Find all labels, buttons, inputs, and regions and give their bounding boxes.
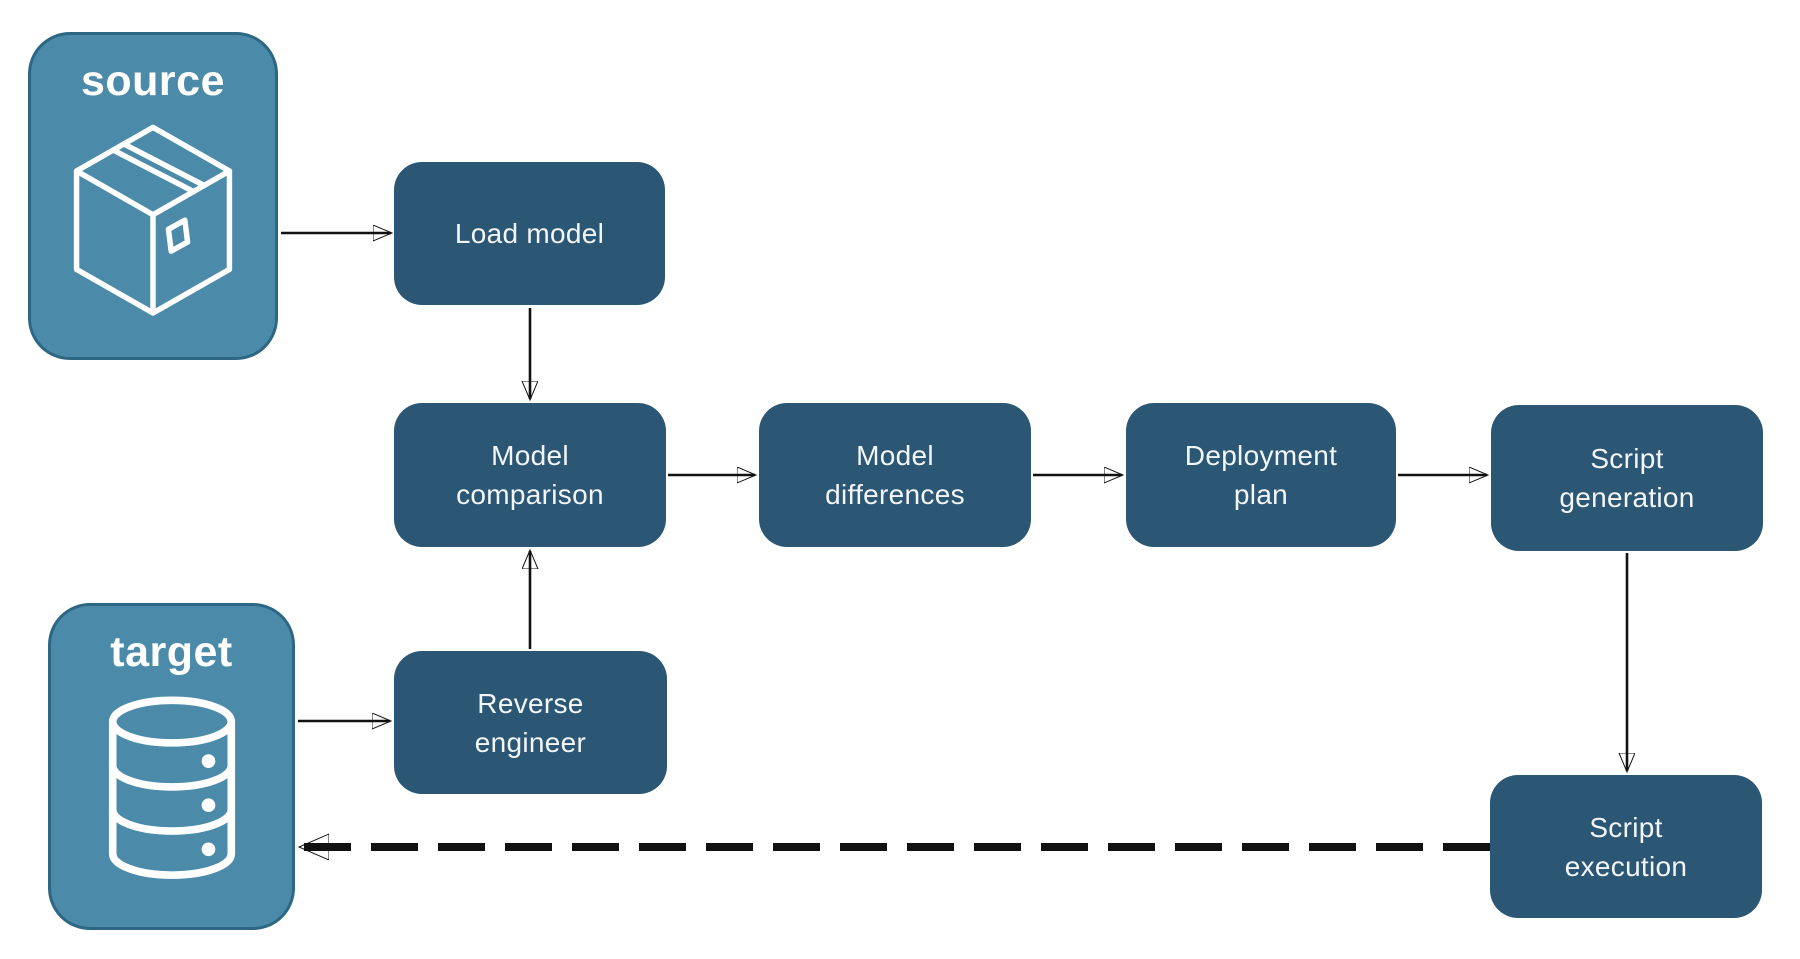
- step-label: Model differences: [825, 440, 965, 510]
- package-icon: [73, 124, 233, 316]
- target-label: target: [110, 628, 233, 676]
- step-model-differences: Model differences: [759, 403, 1031, 547]
- step-deployment-plan: Deployment plan: [1126, 403, 1396, 547]
- step-script-execution: Script execution: [1490, 775, 1762, 918]
- step-model-comparison: Model comparison: [394, 403, 666, 547]
- step-label: Script generation: [1559, 443, 1695, 513]
- step-script-generation: Script generation: [1491, 405, 1763, 551]
- step-load-model: Load model: [394, 162, 665, 305]
- step-reverse-engineer: Reverse engineer: [394, 651, 667, 794]
- step-label: Script execution: [1564, 811, 1688, 882]
- step-label: Load model: [454, 218, 605, 249]
- database-icon: [108, 696, 235, 879]
- endpoint-source: source: [28, 32, 278, 360]
- step-label: Model comparison: [456, 440, 604, 510]
- step-label: Deployment plan: [1184, 440, 1338, 510]
- endpoint-target: target: [48, 603, 295, 930]
- source-label: source: [80, 57, 225, 105]
- step-label: Reverse engineer: [474, 687, 587, 758]
